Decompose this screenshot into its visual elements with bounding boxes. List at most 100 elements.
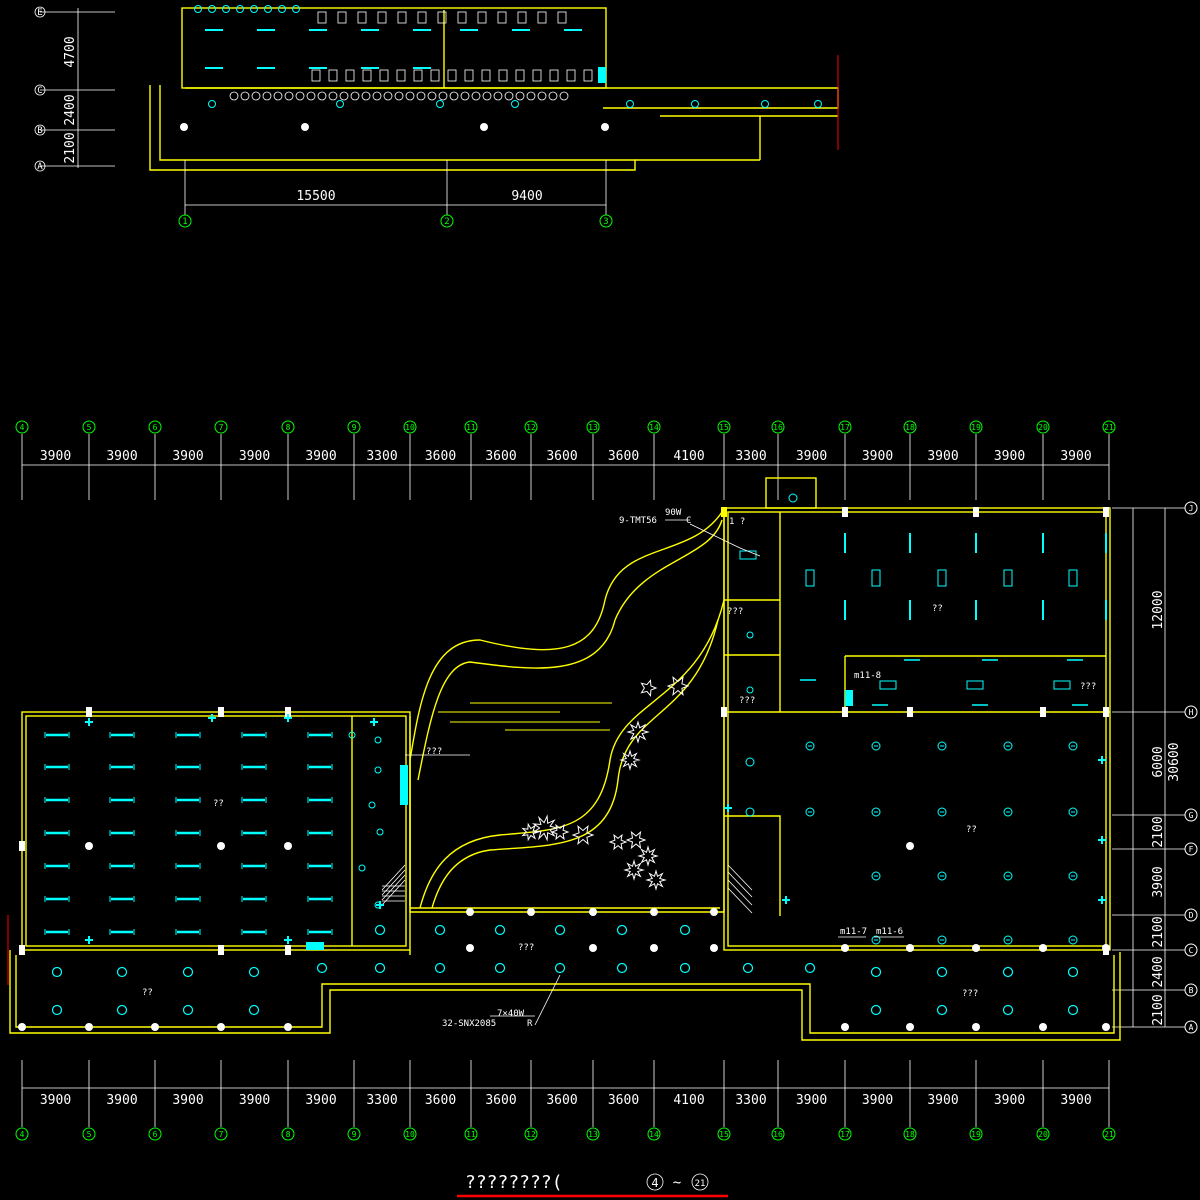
downlight: [679, 924, 691, 936]
plant-symbol: [521, 822, 540, 842]
small-light: [358, 864, 366, 872]
basin: [460, 91, 470, 101]
wall-socket: [370, 718, 378, 726]
axis-bubble-top: [838, 420, 852, 434]
basin: [449, 91, 459, 101]
right-dim-2400: 2400: [1151, 956, 1166, 987]
column: [1103, 707, 1109, 717]
axis-label-bottom: 4: [20, 1130, 25, 1139]
column: [1040, 707, 1046, 717]
wall-socket: [1098, 896, 1106, 904]
toilet-fixture: [379, 69, 389, 82]
axis-label-bottom: 15: [719, 1130, 729, 1139]
row-axis-label: A: [1189, 1023, 1194, 1032]
wall-socket: [376, 901, 384, 909]
plant-symbol: [531, 814, 559, 842]
axis-bubble-bottom: [464, 1127, 478, 1141]
basin: [339, 91, 349, 101]
dim-label-top: 3900: [1060, 449, 1091, 464]
ceiling-light: [1003, 807, 1013, 817]
downlight: [116, 966, 128, 978]
small-light: [788, 493, 798, 503]
toilet-fixture: [337, 11, 347, 24]
axis-label-bottom: 20: [1038, 1130, 1048, 1139]
exit-light: [805, 569, 815, 587]
white-lamp: [589, 944, 597, 952]
dim-label-top: 3600: [546, 449, 577, 464]
basin: [328, 91, 338, 101]
top-axis-B: B: [37, 126, 42, 136]
fixtures-corridor: [51, 924, 1079, 1016]
wall-fixtures: [19, 507, 1109, 955]
ceiling-light: [805, 741, 815, 751]
row-axis-bubble: [1184, 908, 1198, 922]
downlight: [374, 924, 386, 936]
dim-label-top: 3900: [40, 449, 71, 464]
axis-label-top: 20: [1038, 423, 1048, 432]
axis-label-top: 15: [719, 423, 729, 432]
axis-label-top: 14: [649, 423, 659, 432]
basin: [229, 91, 239, 101]
dim-label-bottom: 3300: [366, 1093, 397, 1108]
axis-label-top: 6: [153, 423, 158, 432]
ceiling-light: [805, 807, 815, 817]
dim-label-top: 3900: [796, 449, 827, 464]
room-label-office-strip: ???: [1080, 682, 1096, 692]
white-lamp: [972, 1023, 980, 1031]
downlight: [374, 962, 386, 974]
axis-label-top: 11: [466, 423, 476, 432]
dim-label-bottom: 4100: [673, 1093, 704, 1108]
toilet-fixture: [583, 69, 593, 82]
column: [721, 507, 727, 517]
emergency-light: [966, 680, 984, 690]
room-label-corridor-left: ??: [142, 988, 153, 998]
basin: [350, 91, 360, 101]
downlight: [1067, 1004, 1079, 1016]
dim-label-bottom: 3600: [485, 1093, 516, 1108]
distribution-board: [306, 942, 324, 950]
axis-label-bottom: 11: [466, 1130, 476, 1139]
axis-bubble-bottom: [647, 1127, 661, 1141]
basin: [427, 91, 437, 101]
ceiling-light: [436, 100, 444, 108]
exit-light: [1003, 569, 1013, 587]
basin: [372, 91, 382, 101]
dim-label-top: 3300: [366, 449, 397, 464]
white-lamp: [466, 908, 474, 916]
axis-label-bottom: 14: [649, 1130, 659, 1139]
axis-label-top: 13: [588, 423, 598, 432]
axis-bubble-top: [1036, 420, 1050, 434]
white-lamp: [650, 908, 658, 916]
axis-bubble-top: [524, 420, 538, 434]
toilet-fixture: [549, 69, 559, 82]
downlight: [616, 924, 628, 936]
toilet-fixture: [413, 69, 423, 82]
axis-label-top: 18: [905, 423, 915, 432]
white-lamp: [972, 944, 980, 952]
basin: [361, 91, 371, 101]
top-lamp-row: [180, 123, 609, 131]
downlight: [616, 962, 628, 974]
room-label-left-hall: ??: [213, 799, 224, 809]
basin: [251, 91, 261, 101]
white-lamp: [85, 1023, 93, 1031]
toilet-fixture: [430, 69, 440, 82]
ceiling-light: [336, 100, 344, 108]
ceiling-light: [292, 5, 300, 13]
dim-label-bottom: 3900: [239, 1093, 270, 1108]
toilet-fixture: [437, 11, 447, 24]
white-lamp: [906, 944, 914, 952]
wall-socket: [724, 804, 732, 812]
top-axis-1: 1: [182, 217, 187, 227]
axis-bubble-top: [969, 420, 983, 434]
row-axis-label: J: [1189, 504, 1194, 513]
downlight: [1067, 966, 1079, 978]
axis-bubble-top: [347, 420, 361, 434]
dim-label-bottom: 3900: [796, 1093, 827, 1108]
toilet-fixture: [481, 69, 491, 82]
white-lamp: [841, 1023, 849, 1031]
row-axis-bubble: [1184, 705, 1198, 719]
axis-label-bottom: 9: [352, 1130, 357, 1139]
